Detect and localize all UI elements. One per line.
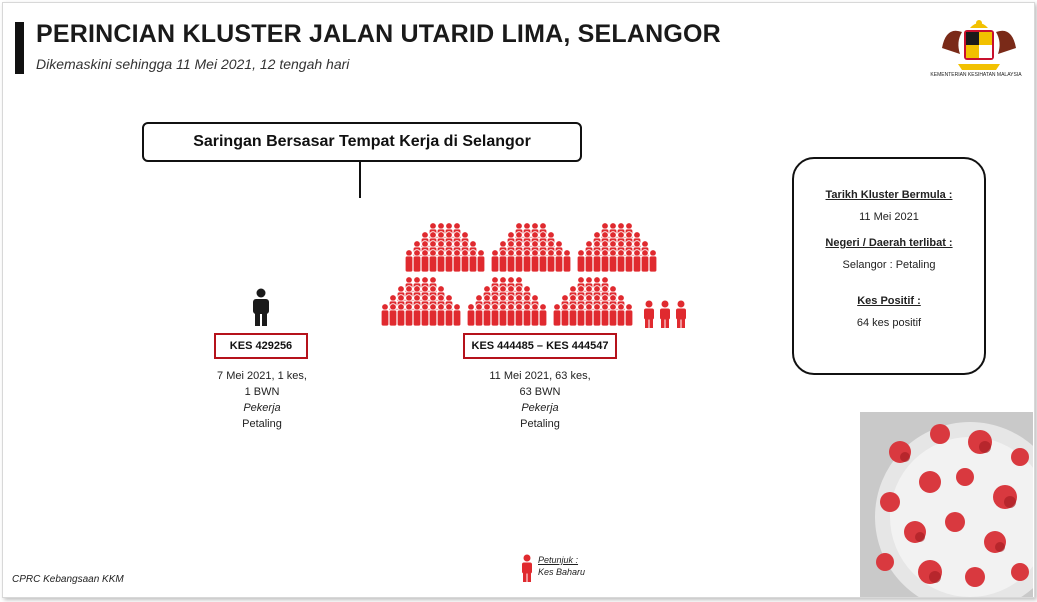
crowd-icon: [466, 276, 548, 326]
connector-line: [359, 160, 361, 198]
new-cases-details: 11 Mei 2021, 63 kes, 63 BWN Pekerja Peta…: [462, 368, 618, 432]
person-icon: [660, 300, 670, 328]
page-subtitle: Dikemaskini sehingga 11 Mei 2021, 12 ten…: [36, 56, 350, 72]
start-date-label: Tarikh Kluster Bermula :: [825, 189, 953, 201]
person-icon: [644, 300, 654, 328]
crowd-icon: [552, 276, 634, 326]
new-cases-district: Petaling: [520, 418, 560, 430]
page-title: PERINCIAN KLUSTER JALAN UTARID LIMA, SEL…: [36, 20, 721, 48]
new-cases-role: Pekerja: [521, 402, 559, 414]
title-accent-bar: [15, 22, 24, 74]
legend-label: Kes Baharu: [538, 567, 586, 577]
crowd-icon: [404, 222, 486, 272]
person-icon: [676, 300, 686, 328]
legend-person-icon: [520, 554, 534, 582]
crest-caption: KEMENTERIAN KESIHATAN MALAYSIA: [930, 72, 1022, 78]
region-label: Negeri / Daerah terlibat :: [825, 237, 953, 249]
index-case-bwn: 1 BWN: [244, 386, 280, 398]
new-cases-bwn: 63 BWN: [519, 386, 561, 398]
crowd-icon: [576, 222, 658, 272]
positive-cases-value: 64 kes positif: [856, 317, 922, 329]
crowd-icon: [490, 222, 572, 272]
coronavirus-image: [860, 412, 1033, 597]
crest-logo: [934, 18, 1024, 88]
index-case-district: Petaling: [242, 418, 282, 430]
crowd-icon: [380, 276, 462, 326]
index-case-details: 7 Mei 2021, 1 kes, 1 BWN Pekerja Petalin…: [188, 368, 336, 432]
legend: Petunjuk : Kes Baharu: [538, 554, 585, 578]
index-person-icon: [250, 288, 272, 326]
start-date-value: 11 Mei 2021: [859, 211, 919, 223]
index-case-date: 7 Mei 2021, 1 kes,: [217, 370, 307, 382]
legend-title: Petunjuk :: [538, 555, 579, 565]
region-value: Selangor : Petaling: [842, 259, 936, 271]
footer-source: CPRC Kebangsaan KKM: [12, 574, 124, 585]
new-cases-date: 11 Mei 2021, 63 kes,: [489, 370, 591, 382]
new-cases-box: KES 444485 – KES 444547: [463, 333, 617, 359]
cluster-info-box: Tarikh Kluster Bermula : 11 Mei 2021 Neg…: [792, 157, 986, 375]
index-case-role: Pekerja: [243, 402, 281, 414]
positive-cases-label: Kes Positif :: [857, 295, 921, 307]
source-box: Saringan Bersasar Tempat Kerja di Selang…: [142, 122, 582, 162]
index-case-box: KES 429256: [214, 333, 308, 359]
